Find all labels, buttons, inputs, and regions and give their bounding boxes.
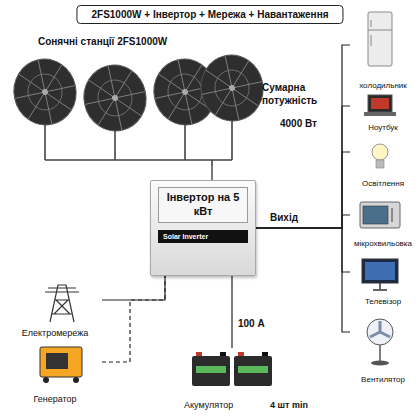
battery-icon: [234, 356, 272, 386]
solar-dish: [195, 49, 269, 126]
generator-wheel: [43, 377, 49, 383]
power-value: 4000 Вт: [280, 118, 317, 129]
generator-source: Генератор: [8, 342, 102, 404]
generator-engine: [46, 353, 68, 369]
connector-wire: [256, 228, 350, 272]
node-text: Електромережа: [22, 328, 89, 338]
node-text: 4 шт min: [270, 400, 308, 410]
load-fridge: холодильник: [350, 8, 416, 90]
tv-stand: [373, 283, 387, 290]
generator-wheel: [73, 377, 79, 383]
fridge-icon: [368, 12, 392, 66]
solar-station-group: Сонячні станції 2FS1000W: [8, 36, 264, 166]
grid-source: Електромережа: [8, 280, 102, 338]
fridge-details: [368, 20, 392, 46]
connector-wire: [256, 152, 350, 228]
node-text: Телевізор: [365, 297, 401, 306]
power-pylon: [45, 285, 79, 322]
connector-wire: [102, 276, 165, 300]
diagram-title: 2FS1000W + Інвертор + Мережа + Навантаже…: [76, 5, 343, 24]
connector-wire: [102, 276, 165, 362]
node-text: мікрохвильовка: [354, 239, 412, 248]
battery-terminal: [262, 352, 268, 356]
node-text: холодильник: [359, 81, 407, 90]
connector-wire: [256, 228, 350, 332]
fan-base: [371, 361, 389, 366]
tv-picture: [365, 262, 395, 280]
bulb-base: [376, 160, 384, 168]
battery-bank: Акумулятор 4 шт min: [180, 348, 312, 410]
output-label: Вихід: [270, 212, 298, 223]
fan-icon: [367, 319, 393, 345]
microwave-window: [363, 206, 388, 224]
load-fan: Вентилятор: [350, 312, 416, 384]
connector-wire: [256, 106, 350, 228]
load-laptop: Ноутбук: [350, 92, 416, 132]
microwave-icon: [360, 202, 400, 228]
load-tv: Телевізор: [350, 256, 416, 306]
title-holder: 2FS1000W + Інвертор + Мережа + Навантаже…: [76, 5, 343, 24]
battery-stripe: [238, 366, 268, 373]
bulb-icon: [372, 144, 388, 160]
node-text: Вентилятор: [361, 375, 405, 384]
node-text: Сонячні станції 2FS1000W: [38, 36, 167, 47]
node-text: Solar Inverter: [158, 230, 248, 243]
load-microwave: мікрохвильовка: [350, 198, 416, 248]
inverter-box: Інвертор на 5 кВтSolar Inverter: [150, 180, 256, 276]
label-holder: Вихід: [270, 212, 298, 223]
connector-wire: [211, 166, 212, 180]
load-lighting: Освітлення: [350, 138, 416, 188]
battery-icon: [192, 356, 230, 386]
fan-stand: [379, 345, 381, 362]
label-holder: 4000 Вт: [280, 118, 317, 129]
laptop-display: [371, 98, 389, 109]
laptop-screen: [368, 95, 392, 112]
label-holder: Сумарна потужність: [262, 82, 336, 107]
battery-stripe: [196, 366, 226, 373]
solar-dish: [78, 59, 152, 136]
microwave-panel: [391, 208, 392, 222]
node-text: Інвертор на 5 кВт: [158, 187, 248, 223]
node-text: Генератор: [33, 394, 76, 404]
power-label: Сумарна потужність: [262, 82, 336, 107]
connector-wire: [231, 276, 232, 348]
generator-icon: [40, 347, 82, 377]
solar-dish: [8, 53, 82, 130]
fan-blades: [370, 321, 390, 337]
battery-terminal: [220, 352, 226, 356]
battery-terminal: [238, 352, 244, 356]
node-text: Акумулятор: [184, 400, 233, 410]
laptop-base: [364, 112, 396, 116]
current-label: 100 А: [238, 318, 265, 329]
node-text: Освітлення: [362, 179, 404, 188]
tv-screen: [362, 259, 398, 283]
label-holder: 100 А: [238, 318, 265, 329]
connector-wire: [256, 45, 350, 228]
node-text: Ноутбук: [368, 123, 398, 132]
battery-terminal: [196, 352, 202, 356]
